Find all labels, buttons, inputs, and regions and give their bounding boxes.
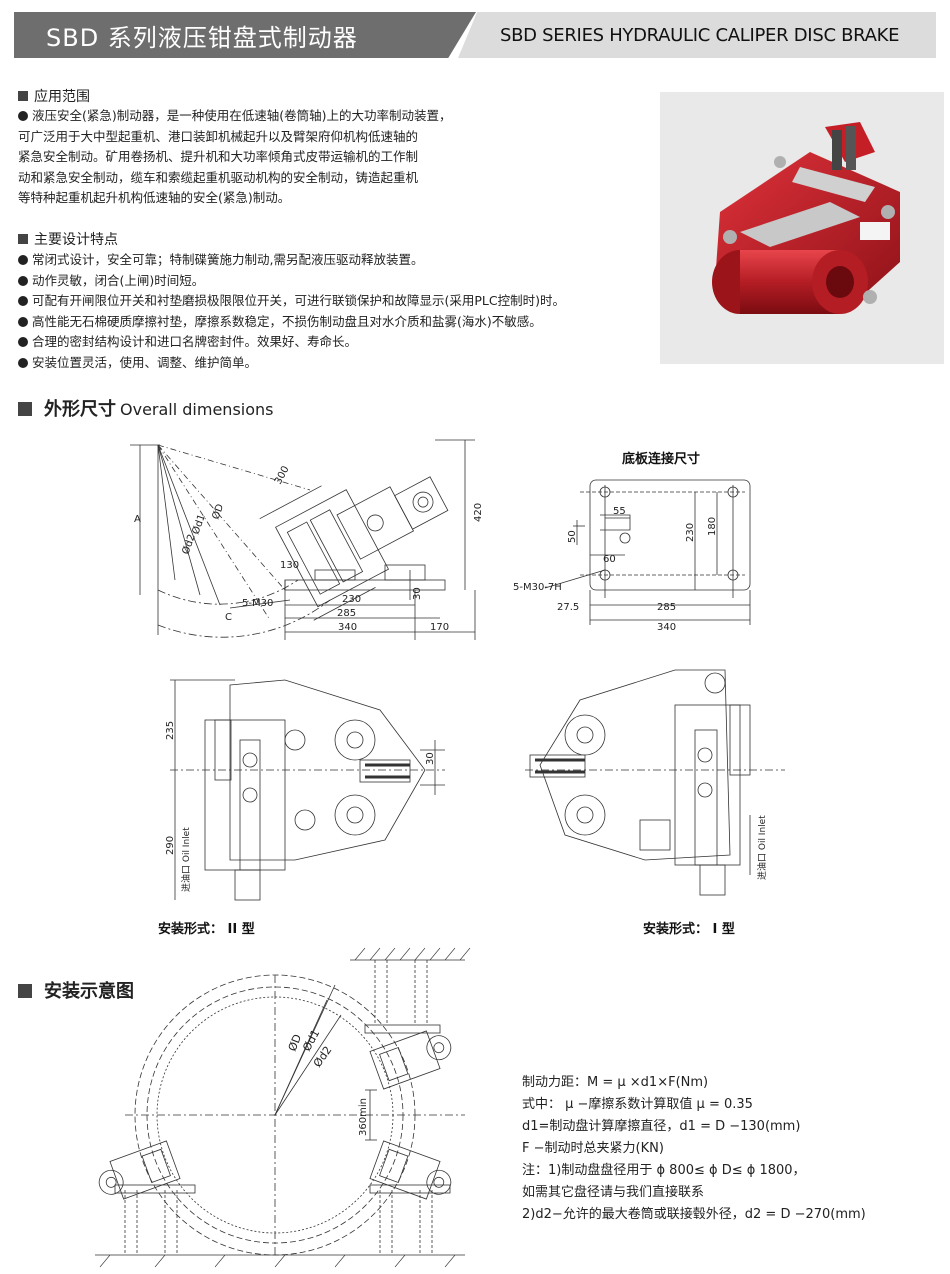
label-290: 290 — [165, 836, 176, 855]
label-285: 285 — [337, 608, 356, 619]
list-item: 安装位置灵活，使用、调整、维护简单。 — [18, 353, 565, 374]
label-340: 340 — [657, 622, 676, 633]
installation-heading: 安装示意图 — [18, 977, 138, 1003]
caption-type-2: 安装形式： II 型 — [158, 922, 255, 937]
list-item: 可配有开闸限位开关和衬垫磨损极限限位开关，可进行联锁保护和故障显示(采用PLC控… — [18, 291, 565, 312]
application-heading: 应用范围 — [18, 86, 90, 106]
label-340: 340 — [338, 622, 357, 633]
label-od: ØD — [210, 502, 227, 521]
label-235: 235 — [165, 721, 176, 740]
list-item: 动作灵敏，闭合(上闸)时间短。 — [18, 271, 565, 292]
bullet-icon — [18, 111, 28, 121]
base-plate-drawing: 55 50 60 230 180 5-M30-7H 27.5 285 340 — [513, 479, 751, 633]
base-plate-title: 底板连接尺寸 — [622, 452, 701, 467]
list-item: 常闭式设计，安全可靠；特制碟簧施力制动,需另配液压驱动释放装置。 — [18, 250, 565, 271]
bullet-icon — [18, 275, 28, 286]
label-50: 50 — [567, 530, 578, 543]
list-item: 高性能无石棉硬质摩擦衬垫，摩擦系数稳定，不损伤制动盘且对水介质和盐雾(海水)不敏… — [18, 312, 565, 333]
side-view-drawing: A C ØD Ød1 Ød2 300 420 130 30 230 285 34… — [130, 439, 484, 640]
label-c: C — [225, 612, 232, 623]
bullet-icon — [18, 337, 28, 347]
header-title-cn: SBD 系列液压钳盘式制动器 — [46, 24, 358, 52]
installation-drawing: ØD Ød1 Ød2 360min — [95, 947, 471, 1268]
label-170: 170 — [430, 622, 449, 633]
page-header: SBD 系列液压钳盘式制动器 SBD SERIES HYDRAULIC CALI… — [0, 0, 950, 60]
header-title-en-banner: SBD SERIES HYDRAULIC CALIPER DISC BRAKE — [458, 12, 936, 58]
bullet-icon — [18, 357, 28, 368]
application-text: 液压安全(紧急)制动器，是一种使用在低速轴(卷筒轴)上的大功率制动装置， 可广泛… — [18, 108, 452, 205]
label-a: A — [134, 514, 141, 525]
header-title-cn-banner: SBD 系列液压钳盘式制动器 — [14, 12, 476, 58]
features-heading: 主要设计特点 — [18, 229, 118, 249]
header-title-en: SBD SERIES HYDRAULIC CALIPER DISC BRAKE — [500, 25, 900, 46]
label-420: 420 — [473, 503, 484, 522]
label-180: 180 — [707, 517, 718, 536]
product-photo — [660, 92, 944, 364]
mount-type-1-drawing: 进油口 Oil Inlet — [525, 669, 785, 896]
label-30: 30 — [425, 752, 436, 765]
label-od2: Ød2 — [180, 533, 198, 556]
label-27-5: 27.5 — [557, 602, 579, 613]
square-bullet-icon — [18, 402, 32, 416]
square-bullet-icon — [18, 234, 28, 244]
bullet-icon — [18, 255, 28, 265]
label-130: 130 — [280, 560, 299, 571]
label-360min: 360min — [358, 1098, 369, 1136]
label-30: 30 — [412, 587, 423, 600]
features-list: 常闭式设计，安全可靠；特制碟簧施力制动,需另配液压驱动释放装置。 动作灵敏，闭合… — [18, 250, 565, 373]
label-od: ØD — [286, 1032, 304, 1053]
label-oil-inlet: 进油口 Oil Inlet — [756, 815, 768, 880]
square-bullet-icon — [18, 984, 32, 998]
label-5-m30: 5-M30 — [242, 598, 273, 609]
label-5-m30-7h: 5-M30-7H — [513, 582, 562, 593]
brake-torque-formula: 制动力距：M = μ ×d1×F(Nm) 式中： μ −摩擦系数计算取值 μ =… — [522, 1075, 866, 1222]
square-bullet-icon — [18, 91, 28, 101]
label-od1: Ød1 — [190, 513, 208, 536]
label-285: 285 — [657, 602, 676, 613]
bullet-icon — [18, 316, 28, 327]
bullet-icon — [18, 296, 28, 306]
label-55: 55 — [613, 506, 626, 517]
list-item: 合理的密封结构设计和进口名牌密封件。效果好、寿命长。 — [18, 332, 565, 353]
mount-type-2-drawing: 235 290 30 进油口 Oil Inlet — [165, 679, 445, 901]
label-230: 230 — [685, 523, 696, 542]
caption-type-1: 安装形式： I 型 — [643, 922, 735, 937]
label-300: 300 — [273, 464, 292, 486]
label-oil-inlet: 进油口 Oil Inlet — [180, 827, 192, 892]
label-60: 60 — [603, 554, 616, 565]
label-230: 230 — [342, 594, 361, 605]
